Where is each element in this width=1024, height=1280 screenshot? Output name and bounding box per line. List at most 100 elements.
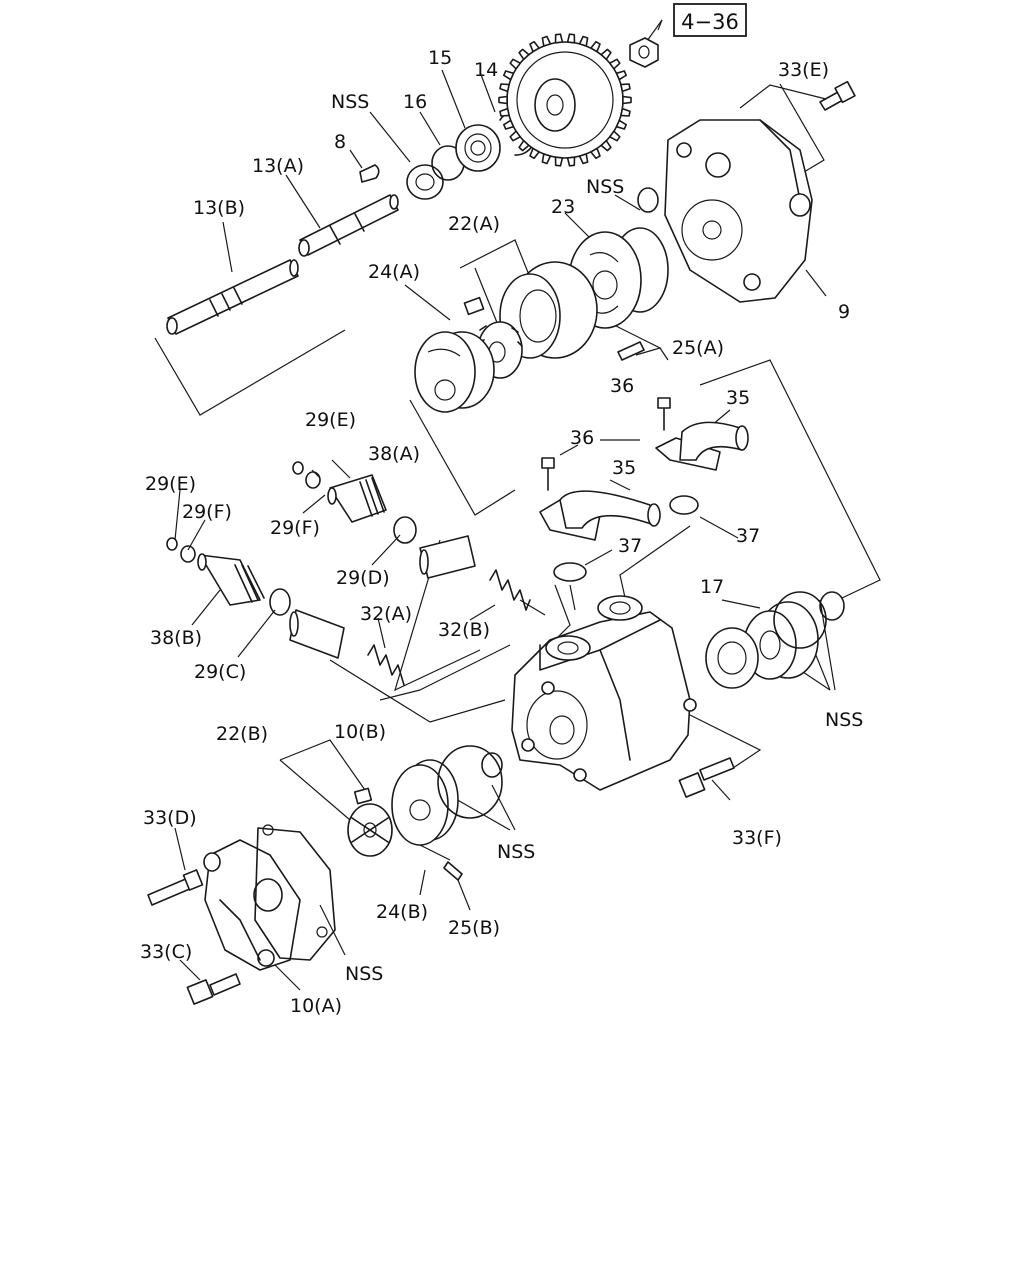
end-cover-10a xyxy=(203,839,301,971)
o-ring-nss-mid-large xyxy=(437,745,503,819)
label-24b: 24(B) xyxy=(376,901,428,923)
gasket-37-lower xyxy=(553,562,587,582)
gear-tooth xyxy=(615,70,627,81)
bearing-nss-top xyxy=(406,164,444,200)
plunger-lower xyxy=(289,609,345,659)
gear-tooth xyxy=(498,95,508,105)
label-36-lower: 36 xyxy=(570,427,594,449)
leader-lines xyxy=(154,19,881,991)
part-labels: 33(E) 15 14 16 NSS 8 13(A) 13(B) NSS 23 … xyxy=(140,47,863,1017)
side-plate-24b xyxy=(391,759,459,846)
label-17: 17 xyxy=(700,576,724,598)
label-nss-bottom: NSS xyxy=(345,963,383,985)
o-ring-29f-lower xyxy=(180,545,196,563)
label-13a: 13(A) xyxy=(252,155,304,177)
gear-tooth xyxy=(578,153,589,165)
gear-nut xyxy=(629,37,659,68)
label-32b: 32(B) xyxy=(438,619,490,641)
seal-nss-right xyxy=(773,591,827,649)
reference-box-text: 4−36 xyxy=(681,10,739,34)
cam-ring-22a xyxy=(463,261,598,359)
label-15: 15 xyxy=(428,47,452,69)
label-35-upper: 35 xyxy=(726,387,750,409)
spring-32a xyxy=(367,644,405,686)
label-nss-top: NSS xyxy=(331,91,369,113)
reference-box: 4−36 xyxy=(673,3,747,37)
gear-tooth xyxy=(509,130,521,142)
label-38b: 38(B) xyxy=(150,627,202,649)
label-37-lower: 37 xyxy=(618,535,642,557)
gasket-37-upper xyxy=(669,495,699,515)
label-29e-lower: 29(E) xyxy=(145,473,196,495)
label-nss-right: NSS xyxy=(825,709,863,731)
drive-shaft-13b xyxy=(166,259,299,335)
label-29f-upper: 29(F) xyxy=(270,517,320,539)
label-25b: 25(B) xyxy=(448,917,500,939)
gear-tooth xyxy=(622,95,632,105)
label-24a: 24(A) xyxy=(368,261,420,283)
gear-tooth xyxy=(615,119,627,130)
gear-tooth xyxy=(529,147,540,160)
label-33e: 33(E) xyxy=(778,59,829,81)
label-25a: 25(A) xyxy=(672,337,724,359)
gear-tooth xyxy=(620,107,631,117)
side-plate-24a xyxy=(414,331,495,413)
label-13b: 13(B) xyxy=(193,197,245,219)
idler-gear xyxy=(498,33,632,167)
elbow-35-lower xyxy=(539,490,661,541)
rotor-22b xyxy=(347,787,393,857)
gear-tooth xyxy=(541,153,552,165)
label-29c: 29(C) xyxy=(194,661,246,683)
label-38a: 38(A) xyxy=(368,443,420,465)
gear-tooth xyxy=(566,33,576,44)
gear-tooth xyxy=(590,147,601,160)
gear-tooth xyxy=(590,40,601,53)
spring-32b xyxy=(489,569,531,611)
gear-tooth xyxy=(503,119,515,130)
gear-tooth xyxy=(600,139,612,152)
gear-tooth xyxy=(518,48,530,61)
label-33c: 33(C) xyxy=(140,941,192,963)
gear-tooth xyxy=(609,130,621,142)
pin-25a xyxy=(617,341,645,361)
label-37-upper: 37 xyxy=(736,525,760,547)
valve-38a xyxy=(327,474,387,523)
valve-38b xyxy=(197,553,265,606)
bolt-33d xyxy=(147,869,204,906)
gear-tooth xyxy=(499,107,510,117)
gear-tooth xyxy=(566,156,576,167)
gear-tooth xyxy=(578,35,589,47)
label-10a: 10(A) xyxy=(290,995,342,1017)
label-10b: 10(B) xyxy=(334,721,386,743)
o-ring-29e-upper xyxy=(292,461,304,475)
label-16: 16 xyxy=(403,91,427,113)
gear-tooth xyxy=(554,33,564,44)
gear-tooth xyxy=(529,40,540,53)
label-29d: 29(D) xyxy=(336,567,390,589)
label-29f-lower: 29(F) xyxy=(182,501,232,523)
bolt-36-upper xyxy=(657,397,671,431)
gear-tooth xyxy=(541,35,552,47)
bolt-33e xyxy=(819,80,856,111)
elbow-35-upper xyxy=(655,421,749,471)
bearing-15 xyxy=(455,124,501,172)
gear-tooth xyxy=(620,83,631,93)
pump-cover-9 xyxy=(664,119,813,303)
o-ring-29e-lower xyxy=(166,537,178,551)
label-32a: 32(A) xyxy=(360,603,412,625)
pump-body-10b xyxy=(511,595,697,791)
o-ring-29f-upper xyxy=(305,471,321,489)
gear-tooth xyxy=(600,48,612,61)
label-22b: 22(B) xyxy=(216,723,268,745)
label-35-lower: 35 xyxy=(612,457,636,479)
drive-shaft-13a xyxy=(298,194,399,257)
gear-tooth xyxy=(503,70,515,81)
label-36-upper: 36 xyxy=(610,375,634,397)
bolt-36-lower xyxy=(541,457,555,491)
gear-tooth xyxy=(499,83,510,93)
bearing-17 xyxy=(705,601,819,689)
o-ring-nss-right xyxy=(819,591,845,621)
o-ring-nss-cover xyxy=(637,187,659,213)
